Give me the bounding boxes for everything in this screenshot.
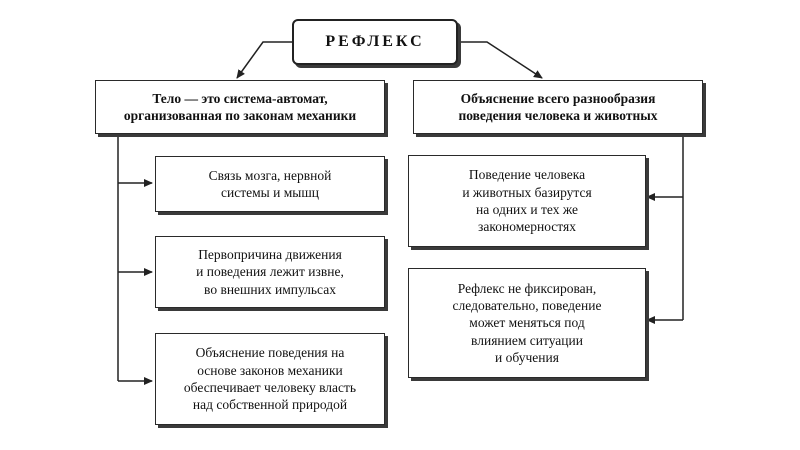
left-item-box: Объяснение поведения на основе законов м… bbox=[155, 333, 385, 425]
right-header-box: Объяснение всего разнообразия поведения … bbox=[413, 80, 703, 134]
left-item-line: системы и мышц bbox=[221, 185, 319, 200]
right-item-line: закономерностях bbox=[478, 219, 576, 235]
title-box: РЕФЛЕКС bbox=[292, 19, 458, 65]
title-text: РЕФЛЕКС bbox=[325, 32, 425, 50]
right-item-line: Рефлекс не фиксирован, bbox=[457, 280, 597, 296]
left-header-box: Тело — это система-автомат, организованн… bbox=[95, 80, 385, 134]
right-item-box: Поведение человека и животных базирутся … bbox=[408, 155, 646, 247]
left-header-line: организованная по законам механики bbox=[123, 108, 357, 123]
right-item-line: и обучения bbox=[495, 349, 559, 365]
right-item-line: может меняться под bbox=[469, 315, 585, 331]
arrow-title-to-right-header bbox=[458, 41, 543, 79]
arrow-title-to-left-header bbox=[236, 41, 292, 79]
right-item-line: влиянием ситуации bbox=[471, 332, 583, 348]
left-item-line: Связь мозга, нервной bbox=[208, 167, 332, 183]
left-item-line: Первопричина движения bbox=[198, 247, 342, 263]
left-item-line: над собственной природой bbox=[192, 397, 348, 413]
right-header-line: Объяснение всего разнообразия bbox=[460, 90, 656, 106]
left-header-line: Тело — это система-автомат, bbox=[152, 90, 328, 106]
left-item-box: Связь мозга, нервной системы и мышц bbox=[155, 156, 385, 212]
left-item-line: основе законов механики bbox=[197, 362, 343, 378]
left-item-line: во внешних импульсах bbox=[204, 281, 336, 297]
right-item-line: следовательно, поведение bbox=[452, 298, 602, 314]
right-item-line: на одних и тех же bbox=[476, 202, 578, 217]
right-item-line: и животных базирутся bbox=[462, 184, 592, 200]
left-item-line: обеспечивает человеку власть bbox=[183, 380, 357, 395]
left-item-line: и поведения лежит извне, bbox=[196, 264, 344, 280]
right-header-line: поведения человека и животных bbox=[458, 108, 658, 123]
right-item-line: Поведение человека bbox=[468, 167, 586, 183]
left-item-line: Объяснение поведения на bbox=[195, 345, 345, 361]
left-item-box: Первопричина движения и поведения лежит … bbox=[155, 236, 385, 308]
right-item-box: Рефлекс не фиксирован, следовательно, по… bbox=[408, 268, 646, 378]
